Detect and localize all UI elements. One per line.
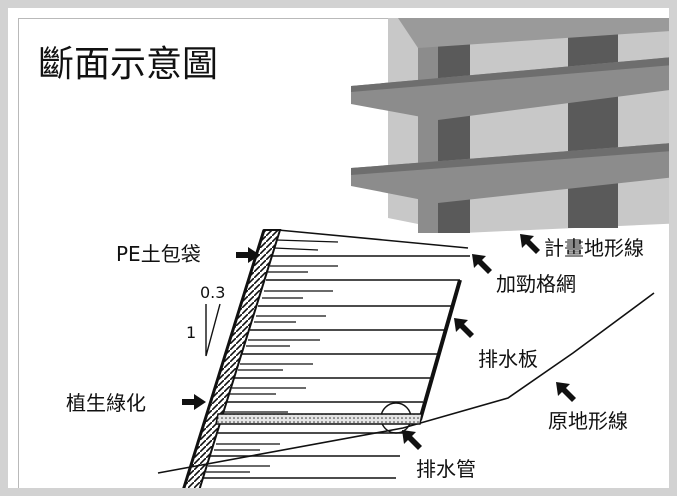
label-vegetation: 植生綠化 <box>66 391 146 415</box>
diagram-title: 斷面示意圖 <box>38 44 218 85</box>
building-slab-lower <box>351 143 669 203</box>
label-original-terrain: 原地形線 <box>548 409 628 433</box>
slope-ratio-triangle <box>205 303 221 357</box>
pe-bag-arrow-icon <box>236 247 260 263</box>
drain-board-arrow-icon <box>454 318 474 338</box>
original-terrain-arrow-icon <box>556 382 576 402</box>
original-terrain-line <box>157 292 655 474</box>
building-roof <box>398 18 669 48</box>
wall-outer-edge <box>182 229 266 488</box>
vegetation-arrow-icon <box>182 394 206 410</box>
label-drain-pipe: 排水管 <box>416 457 476 481</box>
building <box>351 18 669 233</box>
label-geogrid: 加勁格網 <box>496 272 576 296</box>
drain-pipe-arrow-icon <box>402 430 422 450</box>
label-drain-board: 排水板 <box>478 347 538 371</box>
building-slab-lower-top <box>351 143 669 175</box>
planned-terrain-line <box>277 229 469 249</box>
label-slope-ratio-side: 1 <box>186 323 196 342</box>
drain-board <box>418 279 462 421</box>
building-slab-upper-top <box>351 57 669 92</box>
planned-terrain-arrow-icon <box>520 234 540 254</box>
label-planned-terrain: 計畫地形線 <box>544 236 644 260</box>
building-column-right <box>568 18 618 228</box>
cross-section-diagram: 斷面示意圖 <box>38 18 669 488</box>
label-pe-bag: PE土包袋 <box>116 242 201 266</box>
drainage-gravel-layer <box>215 413 423 425</box>
geogrid-arrow-icon <box>472 254 492 274</box>
label-slope-ratio-top: 0.3 <box>200 283 225 302</box>
pe-bag-wall <box>182 229 282 488</box>
building-slab-upper <box>351 57 669 120</box>
